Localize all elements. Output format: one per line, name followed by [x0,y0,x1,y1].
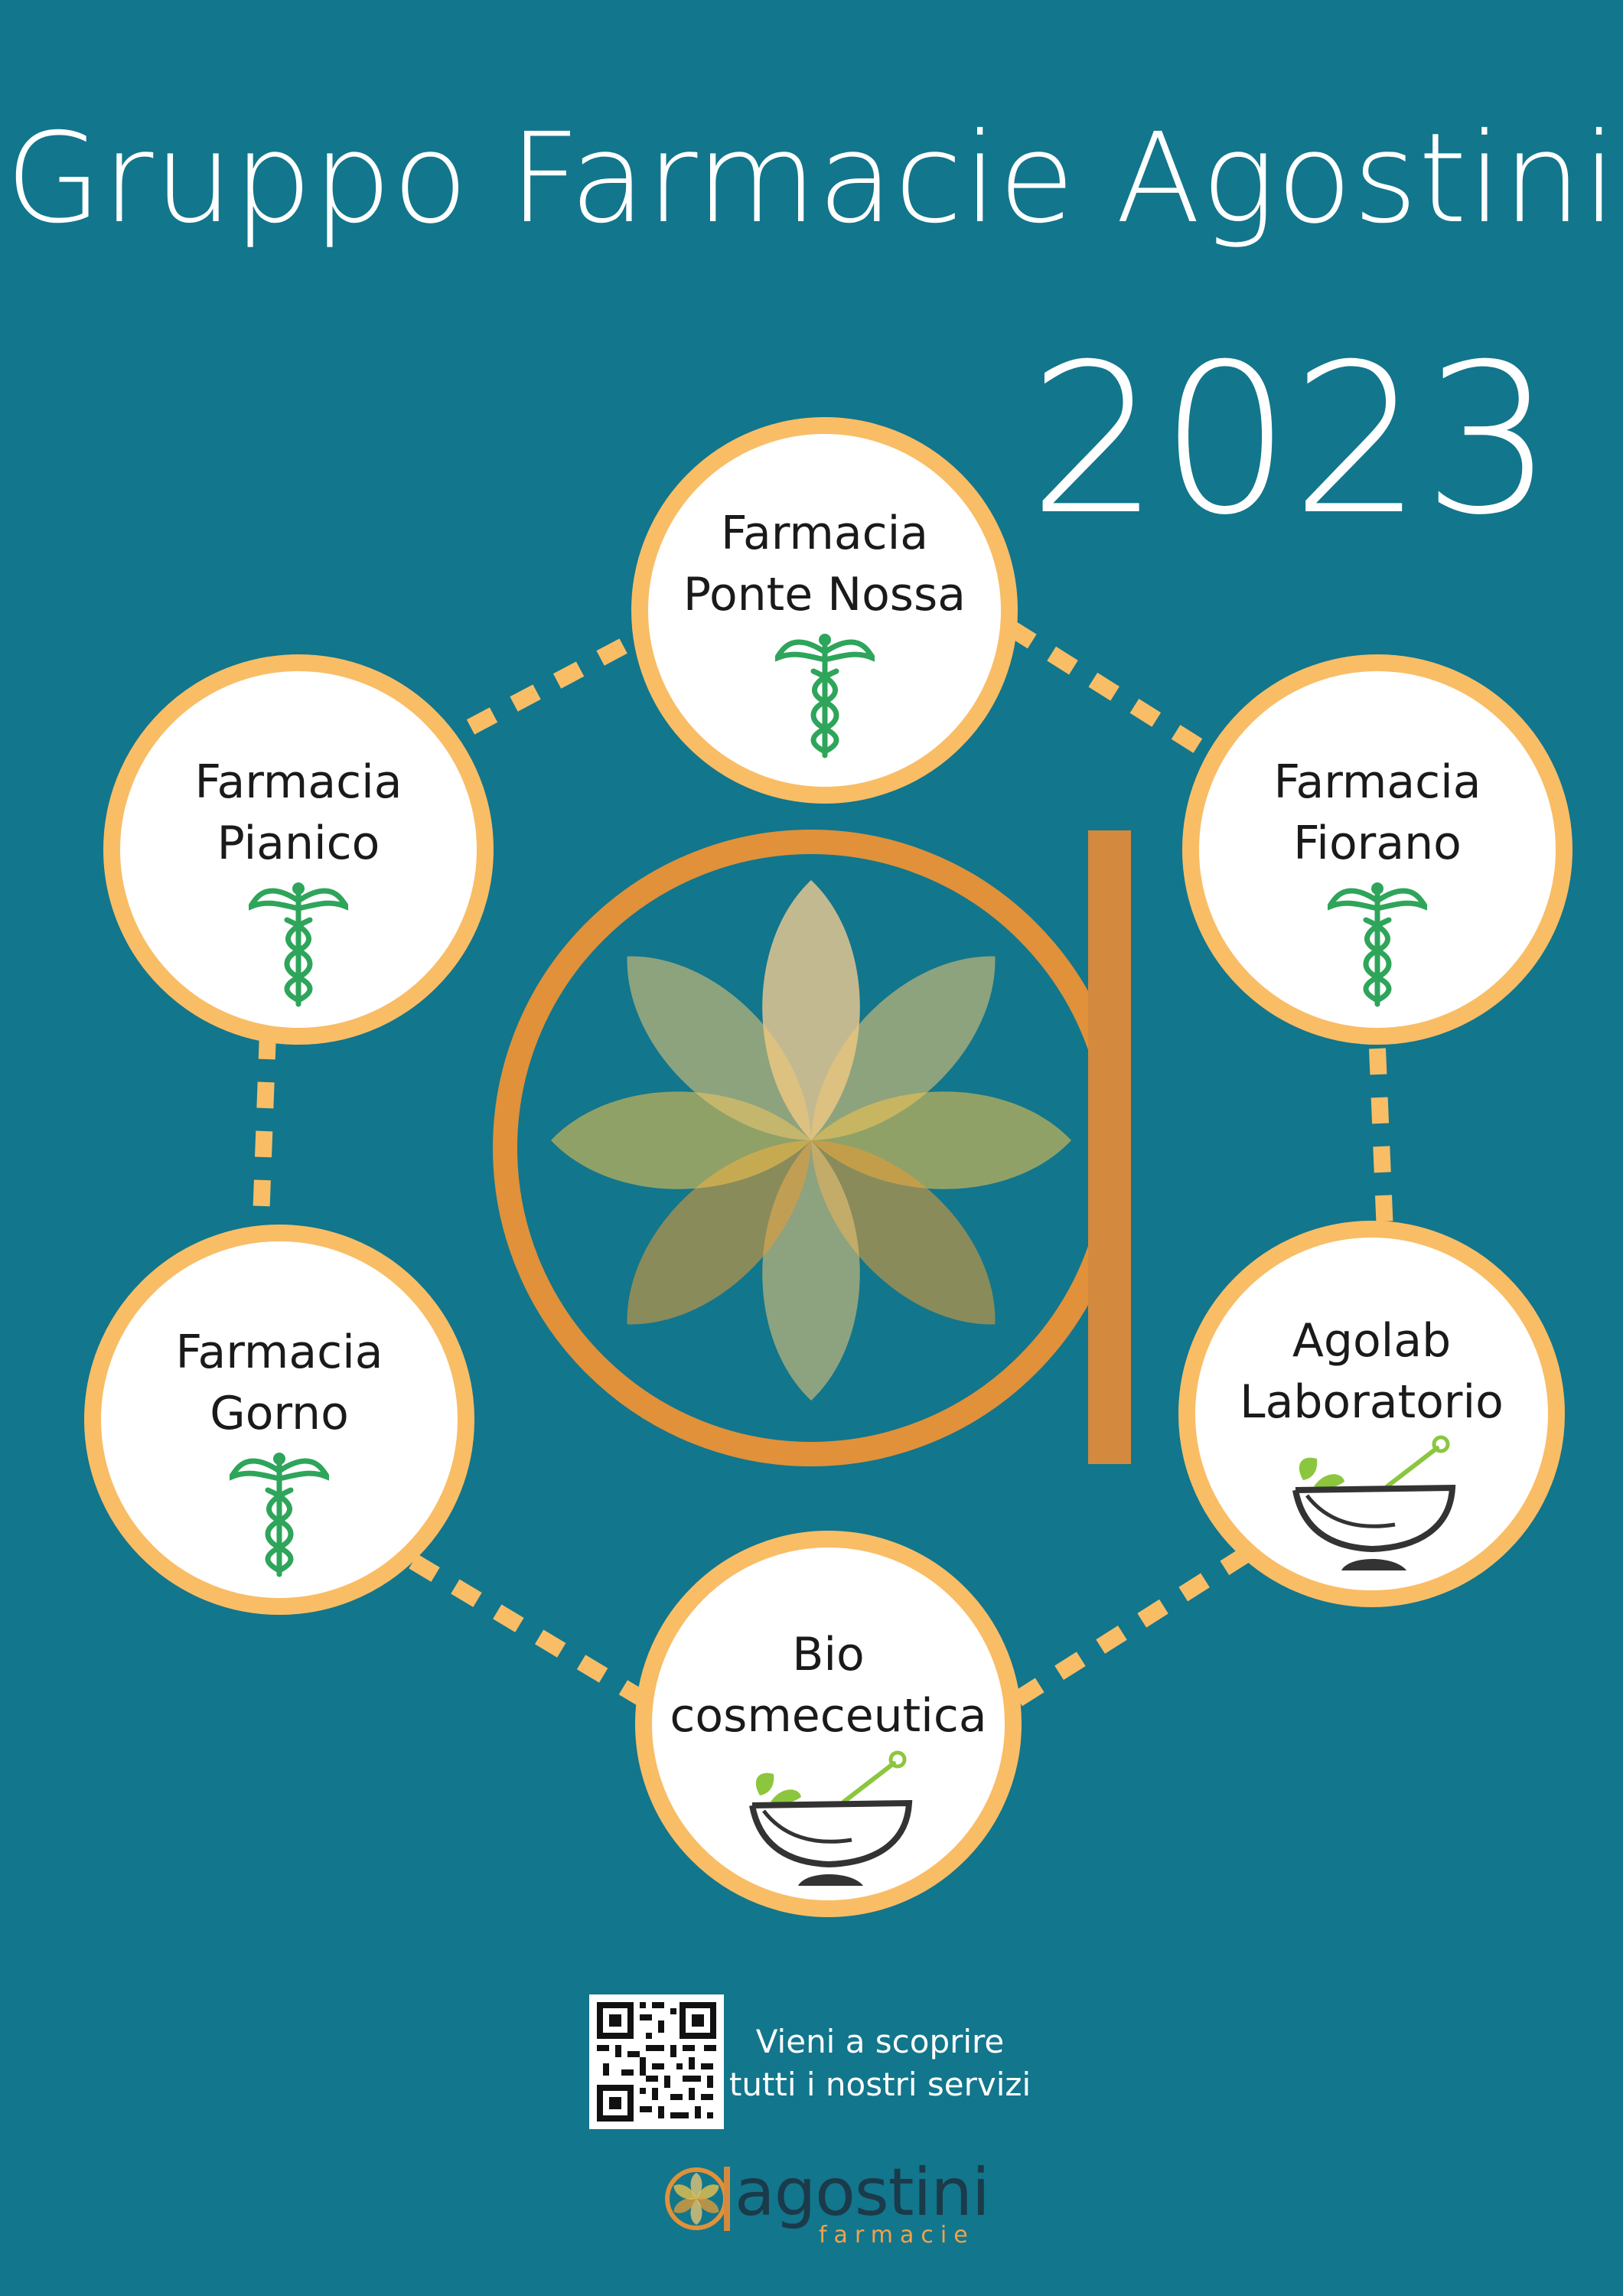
node-label: Farmacia Ponte Nossa [683,507,966,621]
logo-subtitle: farmacie [819,2222,975,2249]
connector-gorno-bio [409,1554,647,1707]
connector-fiorano-agolab [1369,1048,1393,1233]
connector-bio-agolab [1013,1546,1252,1707]
emblem-bar [1088,830,1131,1464]
cta-text: Vieni a scoprire tutti i nostri servizi [719,2020,1041,2106]
connector-ponte-fiorano [1005,620,1221,765]
logo-wordmark: agostini [735,2154,990,2231]
node-farmacia-pianico: Farmacia Pianico [103,654,494,1045]
poster-year: 2023 [1028,319,1554,560]
node-label: Agolab Laboratorio [1240,1314,1504,1429]
caduceus-icon [249,882,348,1007]
node-agolab-laboratorio: Agolab Laboratorio [1178,1221,1565,1607]
caduceus-icon [230,1453,329,1577]
node-farmacia-ponte-nossa: Farmacia Ponte Nossa [631,417,1018,804]
qr-code-icon[interactable] [589,1994,724,2129]
node-label: Farmacia Pianico [194,755,402,870]
connector-pianico-ponte [466,620,663,735]
node-bio-cosmeceutica: Bio cosmeceutica [635,1531,1022,1917]
poster-title: Gruppo Farmacie Agostini [5,107,1618,251]
node-label: Farmacia Gorno [175,1326,383,1440]
flower-icon [551,880,1071,1401]
node-label: Farmacia Fiorano [1273,755,1481,870]
qr-code-pattern [597,2002,716,2122]
node-farmacia-gorno: Farmacia Gorno [84,1225,474,1615]
mortar-pestle-icon [1292,1435,1455,1570]
mortar-pestle-icon [748,1750,912,1886]
central-emblem [493,830,1131,1466]
caduceus-icon [774,634,875,758]
agostini-logo: agostini farmacie [658,2154,990,2249]
logo-flower-icon [665,2167,730,2231]
connector-pianico-gorno [252,1032,276,1241]
caduceus-icon [1328,882,1427,1007]
cta-line-1: Vieni a scoprire [755,2023,1005,2060]
cta-line-2: tutti i nostri servizi [728,2066,1031,2103]
node-farmacia-fiorano: Farmacia Fiorano [1182,654,1572,1045]
node-label: Bio cosmeceutica [670,1628,987,1743]
